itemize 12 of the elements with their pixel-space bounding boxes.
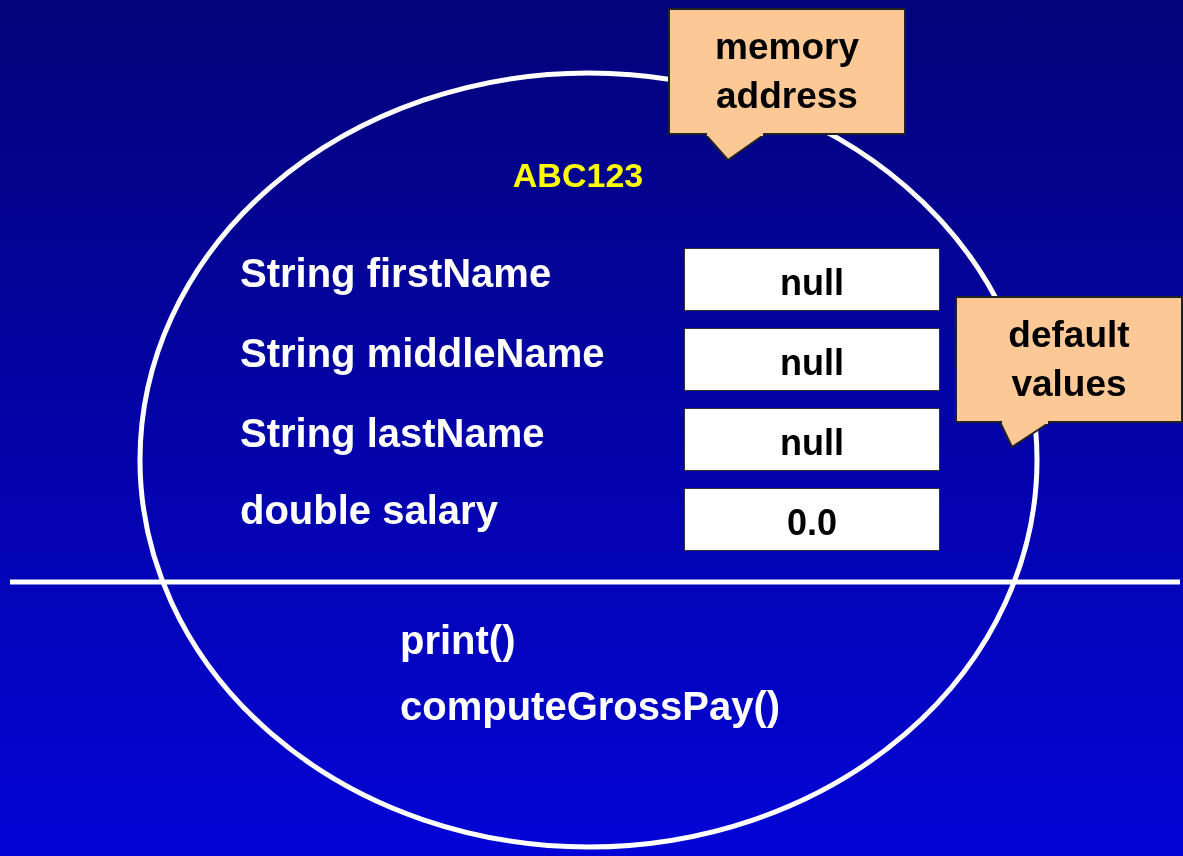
address-label: ABC123 [512, 158, 644, 192]
value-box: 0.0 [684, 488, 940, 551]
method-label: computeGrossPay() [400, 686, 781, 726]
field-label: String middleName [240, 333, 605, 373]
field-label: String firstName [240, 253, 552, 293]
field-label: String lastName [240, 413, 545, 453]
method-label: print() [400, 620, 516, 660]
field-label: double salary [240, 490, 498, 530]
value-box: null [684, 408, 940, 471]
callout-box: default values [955, 296, 1183, 423]
value-box: null [684, 328, 940, 391]
value-box: null [684, 248, 940, 311]
